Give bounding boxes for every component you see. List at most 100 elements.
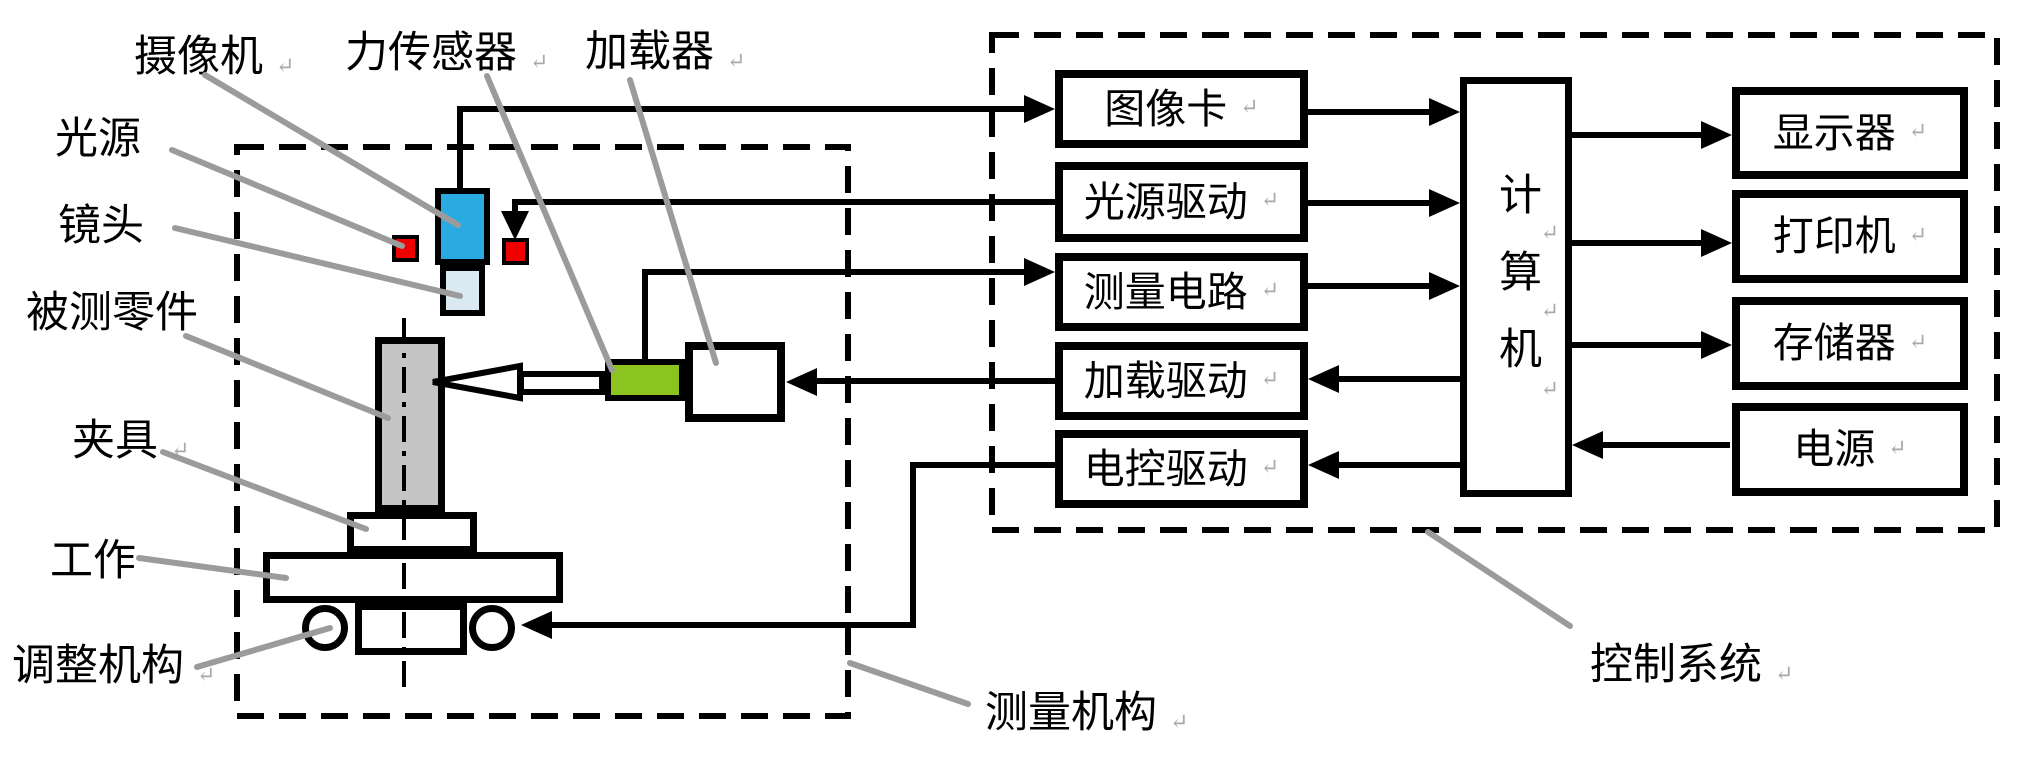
arrow-into-imagecard [1024, 95, 1055, 123]
return-mark: ↵ [1888, 434, 1907, 460]
caption-measurement-mechanism: 测量机构 ↵ [985, 692, 1188, 735]
label-force-sensor: 力传感器 ↵ [345, 32, 548, 75]
return-mark: ↵ [1260, 454, 1280, 479]
loader-shape [685, 342, 785, 422]
return-mark: ↵ [1240, 94, 1259, 119]
label-measured-part: 被测零件 [26, 292, 198, 335]
box-light-drive-label: 光源驱动 [1083, 178, 1248, 225]
camera-to-imagecard-line [457, 106, 1026, 188]
arrow-lightdrive-computer [1429, 189, 1460, 217]
leader-lens [172, 225, 463, 299]
label-worktable: 工作 [50, 540, 136, 583]
label-fixture-text: 夹具 [72, 418, 158, 465]
box-electric-drive: 电控驱动 ↵ [1055, 430, 1308, 508]
light-source-left-shape [392, 235, 419, 262]
box-computer: 计算机 ↵ ↵ ↵ [1460, 77, 1572, 497]
arrow-into-loaddrive [1308, 365, 1339, 393]
camera-shape [435, 188, 490, 265]
electricdrive-to-adjuster-line [550, 462, 1057, 628]
return-mark: ↵ [1775, 661, 1794, 686]
box-printer: 打印机 ↵ [1732, 190, 1968, 283]
label-light-source-text: 光源 [55, 116, 141, 163]
arrow-into-lightsource [501, 211, 529, 240]
label-camera: 摄像机 ↵ [134, 36, 294, 79]
return-mark: ↵ [276, 53, 295, 78]
label-loader: 加载器 ↵ [585, 31, 745, 74]
caption-control-text: 控制系统 [1590, 642, 1762, 689]
label-worktable-text: 工作 [50, 538, 136, 585]
lightdrive-to-light-line [512, 199, 1057, 213]
arrow-circuit-computer [1429, 272, 1460, 300]
light-source-right-shape [502, 238, 529, 265]
arrow-into-display [1701, 121, 1732, 149]
label-light-source: 光源 [55, 118, 141, 161]
leader-camera [202, 72, 461, 228]
arrow-into-electricdrive [1308, 451, 1339, 479]
label-adjuster: 调整机构 ↵ [12, 645, 215, 688]
leader-measured-part [183, 333, 391, 421]
caption-control-system: 控制系统 ↵ [1590, 644, 1793, 687]
box-storage: 存储器 ↵ [1732, 297, 1968, 390]
arrow-into-storage [1701, 331, 1732, 359]
box-load-drive: 加载驱动 ↵ [1055, 342, 1308, 420]
box-display: 显示器 ↵ [1732, 87, 1968, 179]
leader-force-sensor [484, 73, 615, 373]
arrow-into-loader [786, 368, 817, 396]
return-mark: ↵ [727, 48, 746, 73]
box-display-label: 显示器 [1772, 109, 1896, 156]
leader-control-caption [1425, 529, 1573, 629]
label-loader-text: 加载器 [585, 29, 714, 76]
slide-block-shape [355, 603, 467, 655]
control-system-dashed-frame [989, 32, 2000, 533]
label-lens-text: 镜头 [58, 203, 144, 250]
box-image-card-label: 图像卡 [1104, 85, 1228, 132]
caption-measurement-text: 测量机构 [985, 690, 1157, 737]
return-mark: ↵ [1908, 221, 1928, 247]
box-light-drive: 光源驱动 ↵ [1055, 162, 1308, 242]
return-mark: ↵ [1260, 366, 1280, 391]
return-mark: ↵ [197, 662, 216, 687]
measured-part-shape [375, 337, 445, 512]
fixture-shape [347, 512, 477, 553]
box-measure-circuit-label: 测量电路 [1083, 268, 1248, 315]
roller-left-shape [302, 605, 348, 651]
box-power-label: 电源 [1793, 426, 1876, 472]
return-mark: ↵ [1170, 709, 1189, 734]
arrow-imagecard-computer [1429, 98, 1460, 126]
return-mark: ↵ [1260, 187, 1280, 212]
label-camera-text: 摄像机 [134, 34, 263, 81]
box-printer-label: 打印机 [1772, 213, 1896, 259]
return-mark: ↵ [1908, 328, 1928, 354]
box-electric-drive-label: 电控驱动 [1083, 445, 1248, 492]
return-mark: ↵ [1540, 376, 1559, 401]
leader-fixture [160, 449, 369, 532]
box-power: 电源 ↵ [1732, 403, 1968, 496]
leader-worktable [136, 555, 289, 581]
label-measured-part-text: 被测零件 [26, 290, 198, 337]
leader-loader [627, 77, 719, 366]
force-sensor-shape [605, 359, 685, 401]
return-mark: ↵ [1540, 220, 1559, 245]
return-mark: ↵ [1540, 298, 1559, 323]
return-mark: ↵ [1908, 118, 1928, 143]
label-adjuster-text: 调整机构 [12, 643, 184, 690]
return-mark: ↵ [1260, 277, 1280, 302]
arrow-into-adjuster [521, 611, 552, 639]
box-computer-label: 计算机 [1492, 171, 1540, 403]
box-load-drive-label: 加载驱动 [1083, 357, 1248, 404]
roller-right-shape [469, 605, 515, 651]
worktable-shape [263, 552, 563, 603]
sensor-to-circuit-line [642, 269, 1026, 361]
leader-adjuster [194, 625, 333, 670]
label-lens: 镜头 [58, 205, 144, 248]
label-force-sensor-text: 力传感器 [345, 30, 517, 77]
box-measure-circuit: 测量电路 ↵ [1055, 253, 1308, 331]
leader-measurement-caption [847, 660, 971, 707]
box-image-card: 图像卡 ↵ [1055, 70, 1308, 148]
box-storage-label: 存储器 [1772, 320, 1896, 366]
probe-tip-shape [432, 362, 523, 402]
measurement-mechanism-dashed-frame [234, 144, 851, 719]
return-mark: ↵ [530, 49, 549, 74]
